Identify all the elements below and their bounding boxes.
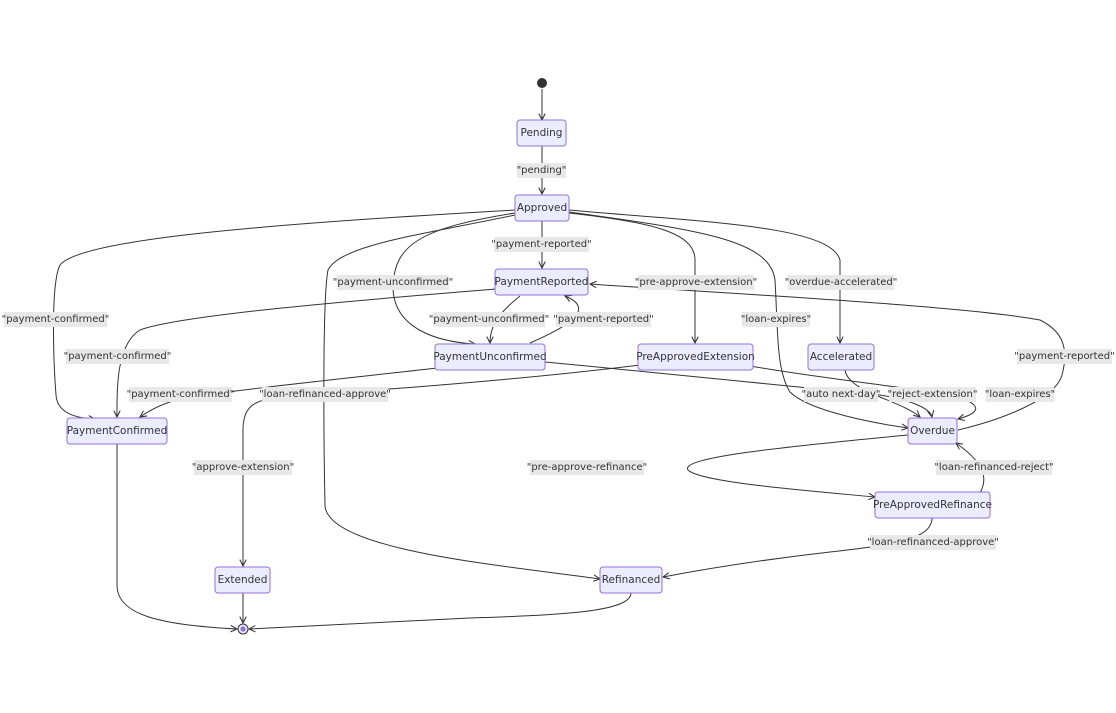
end-marker [237,623,249,635]
svg-text:"loan-refinanced-reject": "loan-refinanced-reject" [934,462,1053,473]
label-payment-confirmed-1: "payment-confirmed" [2,312,110,327]
label-pre-approve-refinance: "pre-approve-refinance" [527,460,648,475]
svg-text:"payment-confirmed": "payment-confirmed" [2,314,110,325]
edge-preapprovedrefinance-refinanced [663,517,933,577]
svg-text:"payment-unconfirmed": "payment-unconfirmed" [429,314,549,325]
svg-text:"reject-extension": "reject-extension" [888,389,978,400]
svg-text:"payment-confirmed": "payment-confirmed" [64,351,172,362]
edge-overdue-paymentreported [590,284,1066,431]
label-pending: "pending" [517,163,567,178]
edge-approved-refinanced [323,214,600,579]
svg-text:Refinanced: Refinanced [602,574,661,586]
state-approved[interactable]: Approved [514,194,570,222]
svg-text:PreApprovedRefinance: PreApprovedRefinance [873,499,992,511]
svg-text:PreApprovedExtension: PreApprovedExtension [636,351,755,363]
svg-text:"payment-reported": "payment-reported" [491,239,591,250]
svg-text:Accelerated: Accelerated [810,351,872,363]
svg-text:Pending: Pending [521,127,563,139]
edge-refinanced-end [249,592,632,629]
svg-text:"loan-expires": "loan-expires" [985,389,1055,400]
svg-text:"overdue-accelerated": "overdue-accelerated" [785,277,898,288]
label-payment-confirmed-3: "payment-confirmed" [127,387,235,402]
svg-text:"payment-reported": "payment-reported" [553,314,653,325]
svg-text:Approved: Approved [517,202,567,214]
label-payment-confirmed-2: "payment-confirmed" [64,349,172,364]
label-payment-reported-1: "payment-reported" [491,237,592,252]
label-payment-unconfirmed-2: "payment-unconfirmed" [429,312,549,327]
svg-text:"loan-refinanced-approve": "loan-refinanced-approve" [259,389,391,400]
svg-text:"loan-refinanced-approve": "loan-refinanced-approve" [867,537,999,548]
svg-text:"payment-unconfirmed": "payment-unconfirmed" [333,277,453,288]
label-auto-next-day: "auto next-day" [801,387,881,402]
edge-paymentconfirmed-end [116,444,237,629]
svg-text:"pre-approve-refinance": "pre-approve-refinance" [527,462,648,473]
state-pre-approved-extension[interactable]: PreApprovedExtension [636,343,755,371]
state-accelerated[interactable]: Accelerated [807,343,875,371]
label-approve-extension: "approve-extension" [192,460,294,475]
svg-text:PaymentConfirmed: PaymentConfirmed [67,425,167,437]
edge-paymentreported-paymentconfirmed [117,288,497,417]
label-payment-reported-3: "payment-reported" [1014,349,1115,364]
svg-text:"loan-expires": "loan-expires" [741,314,811,325]
state-payment-confirmed[interactable]: PaymentConfirmed [66,417,168,445]
label-overdue-accelerated: "overdue-accelerated" [785,275,898,290]
start-marker [537,78,547,88]
svg-text:"pre-approve-extension": "pre-approve-extension" [635,277,757,288]
label-loan-expires-2: "loan-expires" [985,387,1055,402]
edge-approved-accelerated [568,209,840,343]
state-payment-unconfirmed[interactable]: PaymentUnconfirmed [433,343,547,371]
edge-approved-paymentconfirmed [53,209,516,419]
state-pre-approved-refinance[interactable]: PreApprovedRefinance [873,491,992,519]
label-loan-refinanced-approve-2: "loan-refinanced-approve" [867,535,999,550]
svg-text:"pending": "pending" [517,165,567,176]
edge-overdue-preapprovedrefinance [687,434,909,497]
label-reject-extension: "reject-extension" [888,387,978,402]
label-payment-unconfirmed-1: "payment-unconfirmed" [333,275,453,290]
state-payment-reported[interactable]: PaymentReported [494,268,589,296]
svg-text:"payment-confirmed": "payment-confirmed" [127,389,235,400]
label-payment-reported-2: "payment-reported" [553,312,654,327]
svg-text:PaymentUnconfirmed: PaymentUnconfirmed [433,351,546,363]
svg-text:"approve-extension": "approve-extension" [192,462,294,473]
label-loan-refinanced-reject: "loan-refinanced-reject" [934,460,1054,475]
label-loan-refinanced-approve-1: "loan-refinanced-approve" [259,387,391,402]
svg-text:Overdue: Overdue [910,425,955,437]
label-loan-expires-1: "loan-expires" [741,312,811,327]
svg-text:PaymentReported: PaymentReported [495,276,589,288]
state-overdue[interactable]: Overdue [907,417,958,445]
svg-text:"payment-reported": "payment-reported" [1014,351,1114,362]
label-pre-approve-extension: "pre-approve-extension" [635,275,757,290]
state-pending[interactable]: Pending [516,119,567,147]
state-extended[interactable]: Extended [214,566,271,594]
svg-text:"auto next-day": "auto next-day" [801,389,880,400]
svg-text:Extended: Extended [218,574,268,586]
state-refinanced[interactable]: Refinanced [599,566,663,594]
